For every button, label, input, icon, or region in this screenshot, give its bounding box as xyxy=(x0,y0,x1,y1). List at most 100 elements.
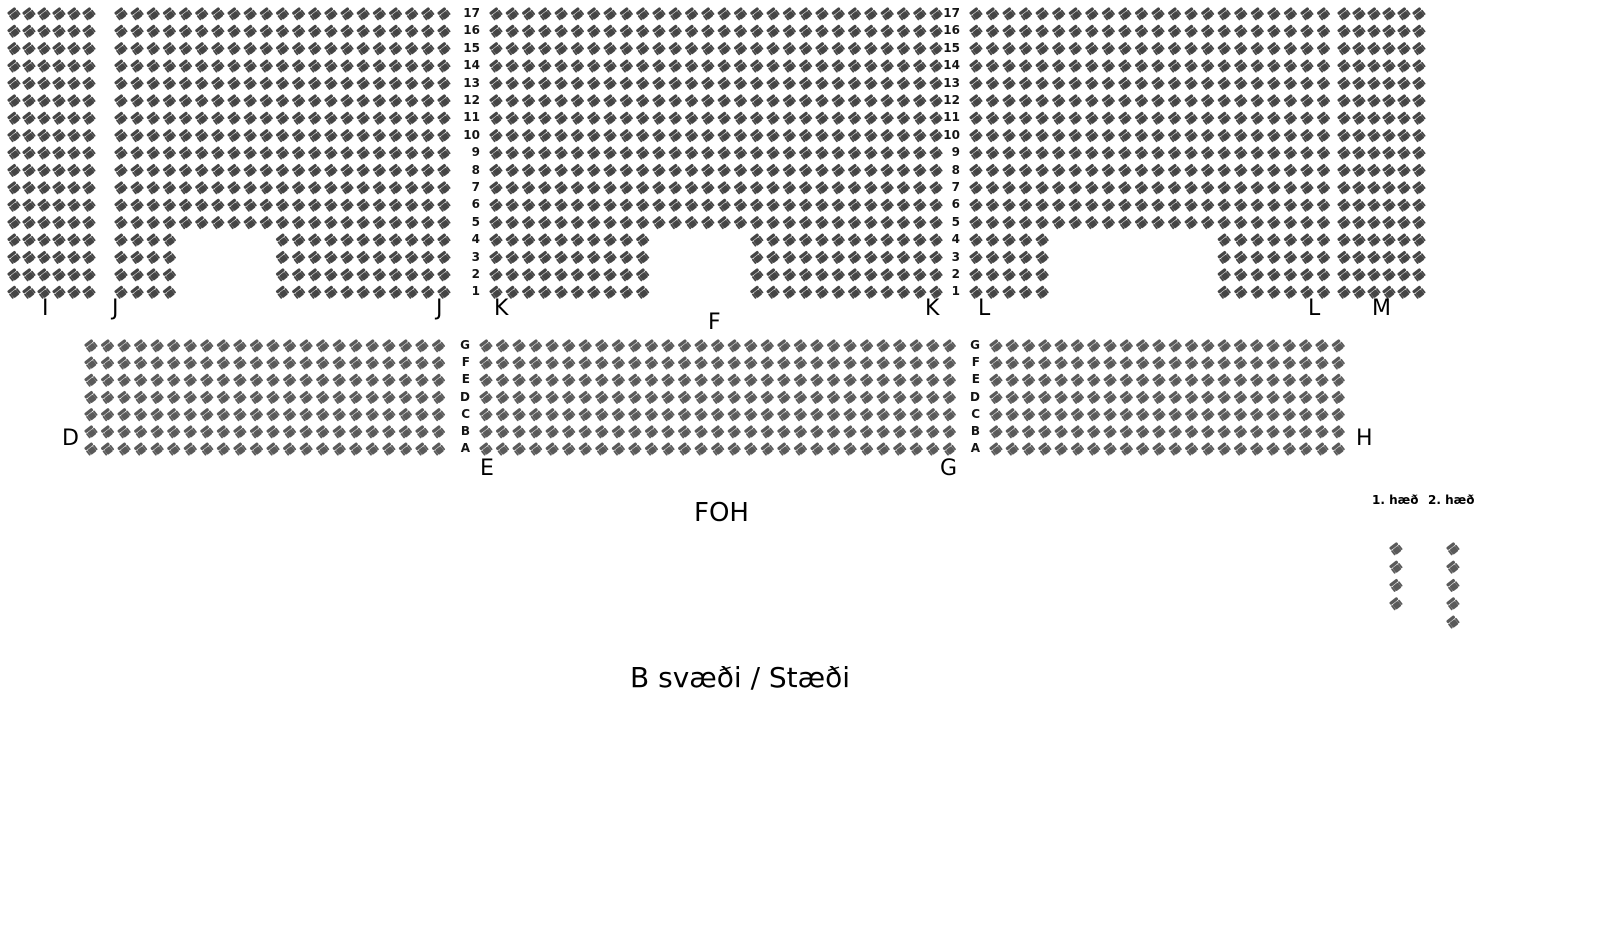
seat[interactable] xyxy=(129,23,145,39)
seat[interactable] xyxy=(602,284,618,300)
seat[interactable] xyxy=(570,180,585,196)
seat[interactable] xyxy=(1283,58,1298,74)
seat[interactable] xyxy=(1283,93,1298,109)
seat[interactable] xyxy=(1084,41,1099,56)
seat[interactable] xyxy=(1396,267,1412,283)
seat[interactable] xyxy=(36,93,52,109)
seat[interactable] xyxy=(1233,232,1248,248)
seat[interactable] xyxy=(1184,372,1199,388)
seat[interactable] xyxy=(537,215,553,230)
seat[interactable] xyxy=(420,128,435,143)
seat[interactable] xyxy=(129,284,145,300)
seat[interactable] xyxy=(830,58,846,74)
seat[interactable] xyxy=(331,338,347,354)
seat[interactable] xyxy=(814,23,830,39)
seat[interactable] xyxy=(842,372,858,388)
seat[interactable] xyxy=(282,407,297,422)
seat[interactable] xyxy=(912,41,927,56)
seat[interactable] xyxy=(781,23,797,39)
seat[interactable] xyxy=(635,180,650,196)
seat[interactable] xyxy=(1336,23,1352,39)
seat[interactable] xyxy=(323,58,339,74)
seat[interactable] xyxy=(684,110,699,126)
seat[interactable] xyxy=(21,23,37,39)
seat[interactable] xyxy=(1183,215,1199,230)
seat[interactable] xyxy=(1004,372,1020,388)
seat[interactable] xyxy=(1067,76,1083,91)
seat[interactable] xyxy=(66,6,82,22)
seat[interactable] xyxy=(291,128,306,143)
seat[interactable] xyxy=(291,267,306,283)
seat[interactable] xyxy=(667,110,683,126)
seat[interactable] xyxy=(1351,250,1367,265)
seat[interactable] xyxy=(100,372,115,388)
seat[interactable] xyxy=(364,407,380,422)
seat[interactable] xyxy=(133,390,148,405)
seat[interactable] xyxy=(51,232,67,248)
seat[interactable] xyxy=(1351,128,1367,143)
seat[interactable] xyxy=(635,145,650,161)
seat[interactable] xyxy=(781,163,797,178)
seat[interactable] xyxy=(1034,215,1050,230)
seat[interactable] xyxy=(275,93,290,109)
seat[interactable] xyxy=(1051,93,1066,109)
seat[interactable] xyxy=(1266,250,1282,265)
seat[interactable] xyxy=(553,58,569,74)
seat[interactable] xyxy=(1021,407,1036,422)
seat[interactable] xyxy=(1184,355,1199,371)
seat[interactable] xyxy=(226,128,242,143)
seat[interactable] xyxy=(1100,76,1116,91)
seat[interactable] xyxy=(162,76,177,91)
seat[interactable] xyxy=(521,284,536,300)
seat[interactable] xyxy=(339,232,355,248)
seat[interactable] xyxy=(553,41,569,56)
seat[interactable] xyxy=(521,145,536,161)
seat[interactable] xyxy=(776,355,792,371)
seat[interactable] xyxy=(51,41,67,56)
seat[interactable] xyxy=(716,93,732,109)
seat[interactable] xyxy=(1200,76,1215,91)
seat[interactable] xyxy=(1102,424,1118,440)
seat[interactable] xyxy=(635,128,650,143)
seat[interactable] xyxy=(1034,267,1050,283)
seat[interactable] xyxy=(1381,180,1397,196)
seat[interactable] xyxy=(863,267,879,283)
seat[interactable] xyxy=(912,250,927,265)
seat[interactable] xyxy=(667,128,683,143)
seat[interactable] xyxy=(586,76,601,91)
seat[interactable] xyxy=(81,128,97,143)
seat[interactable] xyxy=(1084,145,1099,161)
seat[interactable] xyxy=(521,41,536,56)
seat[interactable] xyxy=(323,180,339,196)
seat[interactable] xyxy=(826,338,841,354)
seat[interactable] xyxy=(847,110,862,126)
seat[interactable] xyxy=(398,390,413,405)
seat[interactable] xyxy=(275,197,290,213)
seat[interactable] xyxy=(537,180,553,196)
seat[interactable] xyxy=(1018,41,1033,56)
seat[interactable] xyxy=(570,267,585,283)
seat[interactable] xyxy=(863,250,879,265)
seat[interactable] xyxy=(1249,23,1265,39)
seat[interactable] xyxy=(1249,372,1264,388)
seat[interactable] xyxy=(521,180,536,196)
seat[interactable] xyxy=(420,163,435,178)
seat[interactable] xyxy=(1445,614,1461,630)
seat[interactable] xyxy=(249,338,264,354)
seat[interactable] xyxy=(511,355,527,371)
seat[interactable] xyxy=(521,23,536,39)
seat[interactable] xyxy=(776,390,792,405)
seat[interactable] xyxy=(258,145,274,161)
seat[interactable] xyxy=(249,441,264,457)
seat[interactable] xyxy=(1018,145,1033,161)
seat[interactable] xyxy=(145,215,161,230)
seat[interactable] xyxy=(1034,145,1050,161)
seat[interactable] xyxy=(847,232,862,248)
seat[interactable] xyxy=(814,163,830,178)
seat[interactable] xyxy=(1084,163,1099,178)
seat[interactable] xyxy=(6,6,22,22)
seat[interactable] xyxy=(859,338,874,354)
seat[interactable] xyxy=(1037,338,1053,354)
seat[interactable] xyxy=(644,372,659,388)
seat[interactable] xyxy=(618,197,634,213)
